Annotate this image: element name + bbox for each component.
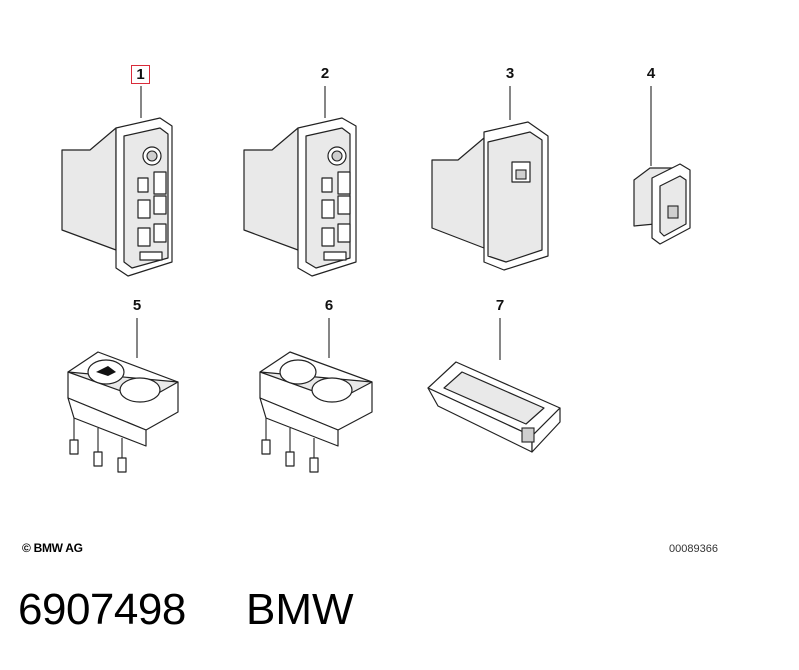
callout-1[interactable]: 1 (131, 65, 150, 84)
part-3-switch-cover (431, 86, 549, 271)
figure-number: 00089366 (669, 543, 718, 555)
part-6-rocker-switch (259, 318, 373, 473)
callout-3[interactable]: 3 (505, 65, 515, 82)
part-number-caption: 6907498 (18, 585, 186, 634)
callout-6[interactable]: 6 (324, 297, 334, 314)
callout-5[interactable]: 5 (132, 297, 142, 314)
part-2-switch-block (243, 86, 357, 277)
part-7-switch-frame (427, 318, 561, 453)
brand-caption: BMW (246, 585, 354, 634)
callout-4[interactable]: 4 (646, 65, 656, 82)
part-1-switch-block (61, 86, 173, 277)
copyright-notice: © BMW AG (22, 541, 83, 555)
part-5-rocker-switch (67, 318, 179, 473)
callout-2[interactable]: 2 (320, 65, 330, 82)
part-4-small-switch (633, 86, 691, 245)
callout-7[interactable]: 7 (495, 297, 505, 314)
